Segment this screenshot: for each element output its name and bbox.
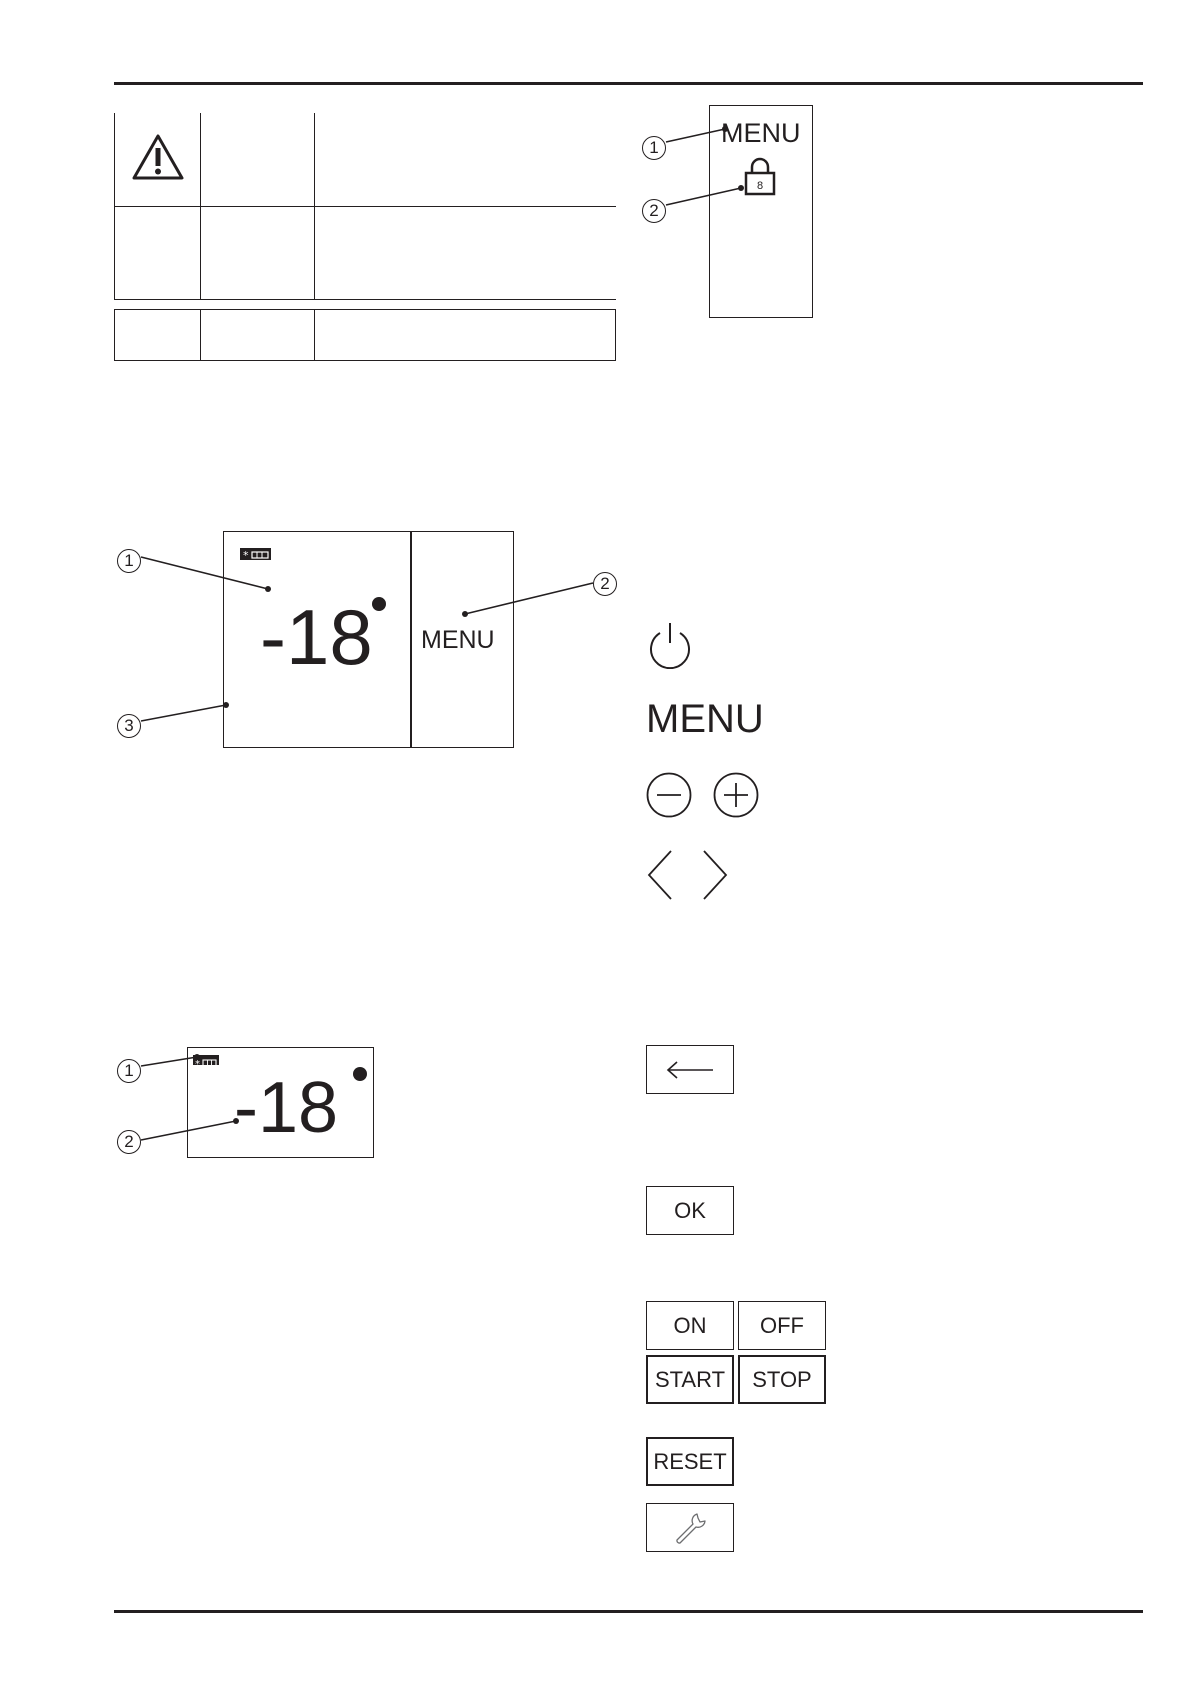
menu-key-label: MENU — [646, 697, 764, 741]
chevron-left-icon — [647, 850, 672, 900]
callout-2: 2 — [117, 1130, 141, 1154]
wrench-icon — [676, 1512, 706, 1544]
panel-divider — [410, 532, 412, 747]
degree-dot — [353, 1067, 367, 1081]
snowflake-icon: * — [193, 1055, 219, 1070]
table-cell — [200, 309, 315, 361]
start-button-key: START — [646, 1355, 734, 1404]
callout-3: 3 — [117, 714, 141, 738]
stop-button-key: STOP — [738, 1355, 826, 1404]
callout-2: 2 — [642, 199, 666, 223]
menu-label: MENU — [421, 626, 495, 654]
table-cell — [114, 205, 201, 300]
off-button-key: OFF — [738, 1301, 826, 1350]
snowflake-icon: * — [240, 548, 271, 562]
on-button-key: ON — [646, 1301, 734, 1350]
back-button-key — [646, 1045, 734, 1094]
warning-cell — [114, 113, 201, 207]
ok-button-key: OK — [646, 1186, 734, 1235]
table-cell — [200, 205, 315, 300]
callout-1: 1 — [117, 549, 141, 573]
control-panel-strip: MENU 8 — [709, 105, 813, 318]
warning-table — [114, 113, 616, 300]
warning-icon — [132, 134, 183, 180]
service-button-key — [646, 1503, 734, 1552]
minus-icon — [646, 772, 692, 818]
display-small: * -18 — [187, 1047, 374, 1158]
svg-text:*: * — [195, 1059, 200, 1068]
footer-rule — [114, 1610, 1143, 1613]
header-rule — [114, 82, 1143, 85]
table-cell — [314, 113, 616, 207]
menu-label: MENU — [721, 118, 801, 148]
back-arrow-icon — [666, 1060, 713, 1079]
power-icon — [650, 623, 690, 669]
display-large: * -18 MENU — [223, 531, 514, 748]
lock-icon: 8 — [744, 157, 776, 196]
callout-2: 2 — [593, 572, 617, 596]
note-table — [114, 309, 616, 361]
chevron-right-icon — [703, 850, 728, 900]
degree-dot — [372, 597, 386, 611]
svg-text:*: * — [243, 549, 249, 561]
temperature-display: -18 — [234, 1068, 339, 1148]
table-cell — [314, 309, 616, 361]
table-cell — [114, 309, 201, 361]
plus-icon — [713, 772, 759, 818]
table-cell — [200, 113, 315, 207]
svg-text:8: 8 — [757, 180, 763, 192]
temperature-display: -18 — [260, 593, 373, 681]
callout-1: 1 — [117, 1059, 141, 1083]
callout-1: 1 — [642, 136, 666, 160]
reset-button-key: RESET — [646, 1437, 734, 1486]
table-cell — [314, 205, 616, 300]
